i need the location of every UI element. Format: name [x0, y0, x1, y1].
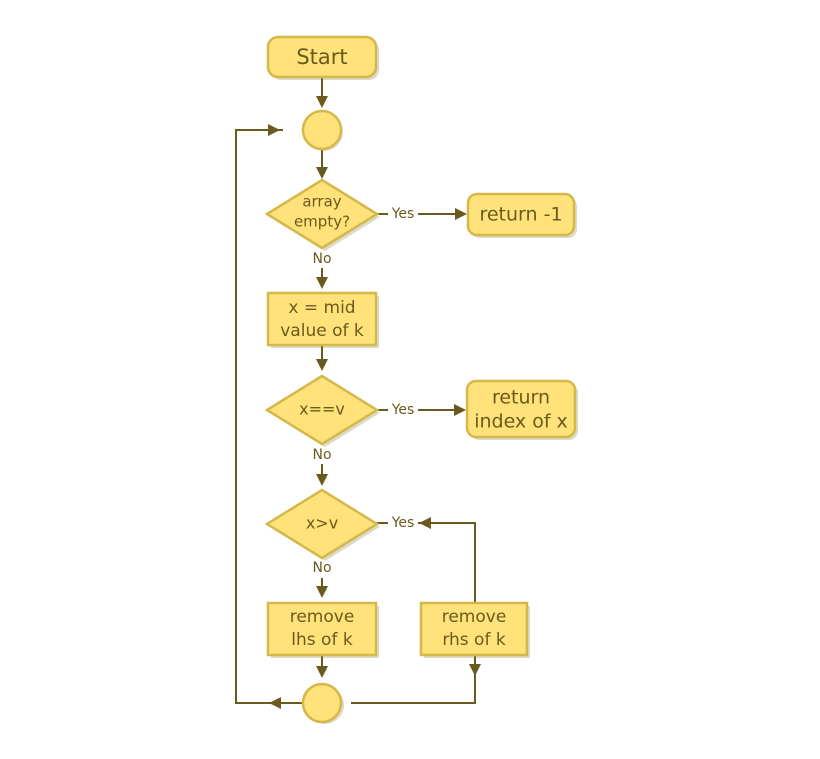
remove-lhs-label-line1: remove [290, 607, 355, 627]
arrowhead [469, 664, 481, 676]
arrowhead [419, 517, 431, 529]
mid-value-label-line2: value of k [280, 321, 364, 341]
array-empty-label-line1: array [302, 193, 341, 211]
arrowhead [316, 96, 328, 108]
arrowhead [316, 666, 328, 678]
array-empty-yes-label: Yes [391, 206, 415, 222]
greater-no-label: No [312, 560, 331, 576]
arrowheads [268, 96, 481, 709]
remove-rhs-label-line1: remove [442, 607, 507, 627]
array-empty-label-line2: empty? [294, 213, 350, 231]
start-node: Start [266, 35, 379, 80]
equal-decision: x==v [264, 374, 380, 447]
greater-decision: x>v [264, 488, 380, 561]
array-empty-decision: array empty? [264, 178, 380, 251]
array-empty-no-label: No [312, 251, 331, 267]
arrowhead [316, 586, 328, 598]
arrowhead [316, 359, 328, 371]
equal-no-label: No [312, 447, 331, 463]
merge-circle-bottom [301, 682, 344, 724]
remove-lhs-label-line2: lhs of k [291, 630, 353, 650]
mid-value-label-line1: x = mid [288, 298, 355, 318]
remove-lhs-process: remove lhs of k [266, 601, 379, 658]
arrowhead [316, 277, 328, 289]
greater-yes-label: Yes [391, 515, 415, 531]
mid-value-process: x = mid value of k [266, 291, 379, 348]
arrowhead [269, 697, 281, 709]
arrowhead [268, 124, 280, 136]
return-neg1-label: return -1 [479, 204, 562, 226]
equal-label: x==v [299, 400, 345, 419]
arrowhead [316, 167, 328, 179]
return-index-label-line2: index of x [474, 411, 568, 433]
remove-rhs-process: remove rhs of k [419, 601, 530, 658]
greater-label: x>v [306, 514, 338, 533]
return-neg1-node: return -1 [466, 192, 577, 238]
edge-greater-yes-2 [418, 522, 476, 602]
remove-rhs-label-line2: rhs of k [442, 630, 506, 650]
merge-circle-top [301, 109, 343, 151]
return-index-node: return index of x [465, 379, 578, 440]
arrowhead [454, 404, 466, 416]
arrowhead [316, 474, 328, 486]
arrowhead [455, 208, 467, 220]
equal-yes-label: Yes [391, 402, 415, 418]
return-index-label-line1: return [492, 387, 550, 409]
start-label: Start [296, 45, 347, 69]
edge-rhs-to-merge [351, 655, 476, 704]
